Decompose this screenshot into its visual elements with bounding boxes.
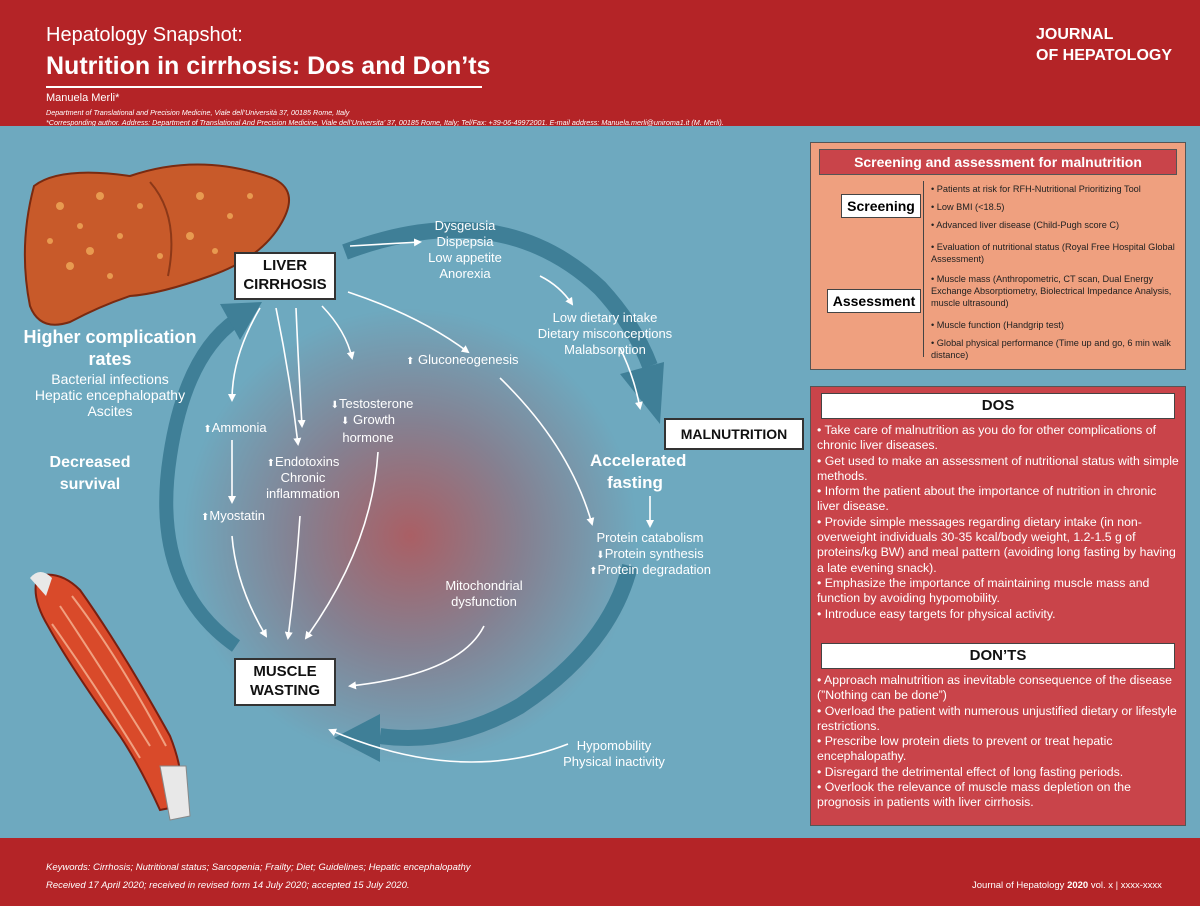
journal-logo: JOURNAL OF HEPATOLOGY [1036, 24, 1172, 66]
screening-label: Screening [841, 194, 921, 218]
myostatin: ⬆Myostatin [188, 508, 278, 526]
cycle-arrow-left [159, 302, 262, 652]
chronic-inflammation: Chronic inflammation [266, 470, 340, 501]
assessment-item: • Muscle function (Handgrip test) [931, 320, 1064, 330]
dos-heading: DOS [821, 393, 1175, 419]
growth-hormone: ⬇ Growth hormone [318, 412, 418, 446]
dos-item: • Inform the patient about the importanc… [817, 484, 1157, 514]
cause-low-appetite: Low appetite [428, 250, 502, 265]
donts-item: • Approach malnutrition as inevitable co… [817, 673, 1172, 703]
screening-item: • Advanced liver disease (Child-Pugh sco… [931, 220, 1120, 230]
donts-item: • Overlook the relevance of muscle mass … [817, 780, 1131, 810]
dos-item: • Introduce easy targets for physical ac… [817, 606, 1056, 621]
accelerated-fasting: Accelerated fasting [590, 451, 687, 492]
down-arrow-icon: ⬇ [341, 416, 350, 427]
cycle-arrow-top [342, 221, 664, 424]
myostatin-label: Myostatin [209, 508, 266, 523]
dos-item: • Get used to make an assessment of nutr… [817, 453, 1179, 483]
donts-item: • Prescribe low protein diets to prevent… [817, 734, 1113, 764]
snapshot-kicker: Hepatology Snapshot: [46, 24, 243, 46]
journal-volume: vol. x | xxxx-xxxx [1090, 880, 1162, 891]
liver-cirrhosis-node: LIVER CIRRHOSIS [234, 252, 336, 300]
ammonia: ⬆Ammonia [190, 420, 280, 438]
hypomobility: Hypomobility [576, 738, 652, 753]
protein-catabolism: Protein catabolism [596, 530, 704, 545]
cause-malabsorption: Malabsorption [564, 342, 646, 357]
journal-year: 2020 [1067, 880, 1089, 891]
malnutrition-node: MALNUTRITION [664, 418, 804, 450]
received-dates: Received 17 April 2020; received in revi… [46, 880, 410, 891]
main-content: Higher complication rates Bacterial infe… [0, 126, 1200, 838]
gluconeogenesis-label: Gluconeogenesis [418, 352, 519, 367]
donts-item: • Disregard the detrimental effect of lo… [817, 764, 1124, 779]
protein-synthesis-label: Protein synthesis [604, 546, 704, 561]
cause-anorexia: Anorexia [439, 266, 491, 281]
journal-name: Journal of Hepatology [972, 880, 1065, 891]
muscle-wasting-node: MUSCLE WASTING [234, 658, 336, 706]
up-arrow-icon: ⬆ [200, 512, 210, 523]
journal-reference: Journal of Hepatology 2020 vol. x | xxxx… [972, 880, 1162, 891]
up-arrow-icon: ⬆ [589, 566, 598, 577]
liver-illustration [23, 163, 291, 326]
assessment-label: Assessment [827, 289, 921, 313]
endotoxins: ⬆Endotoxins [248, 454, 358, 472]
growth-hormone-label: Growth hormone [342, 412, 395, 445]
higher-complication-title: Higher complication rates [23, 327, 197, 369]
down-arrow-icon: ⬇ [330, 400, 339, 411]
journal-logo-line1: JOURNAL [1036, 26, 1114, 43]
endotoxins-label: Endotoxins [275, 454, 340, 469]
keywords: Keywords: Cirrhosis; Nutritional status;… [46, 862, 471, 873]
corresponding-author: *Corresponding author. Address: Departme… [46, 118, 724, 127]
dos-item: • Emphasize the importance of maintainin… [817, 575, 1150, 606]
up-arrow-icon: ⬆ [406, 356, 415, 367]
screening-panel-title: Screening and assessment for malnutritio… [819, 149, 1177, 175]
cause-low-dietary-intake: Low dietary intake [552, 310, 658, 325]
title-underline [46, 86, 482, 88]
testosterone-label: Testosterone [338, 396, 414, 411]
mitochondrial-dysfunction: Mitochondrial dysfunction [445, 578, 523, 609]
dos-donts-panel: DOS • Take care of malnutrition as you d… [810, 386, 1186, 826]
protein-degradation: ⬆Protein degradation [570, 562, 730, 580]
cause-dispepsia: Dispepsia [436, 234, 494, 249]
pathway-arrows [228, 238, 654, 763]
ammonia-label: Ammonia [211, 420, 267, 435]
page-title: Nutrition in cirrhosis: Dos and Don’ts [46, 52, 491, 80]
protein-degradation-label: Protein degradation [597, 562, 711, 577]
journal-logo-line2: OF HEPATOLOGY [1036, 47, 1173, 64]
complication-encephalopathy: Hepatic encephalopathy [34, 387, 186, 403]
up-arrow-icon: ⬆ [266, 458, 276, 469]
down-arrow-icon: ⬇ [596, 550, 605, 561]
dos-item: • Take care of malnutrition as you do fo… [817, 423, 1156, 453]
decreased-survival: Decreased survival [49, 454, 131, 493]
screening-divider [923, 181, 924, 239]
screening-item: • Patients at risk for RFH-Nutritional P… [931, 184, 1141, 194]
dos-item: • Provide simple messages regarding diet… [817, 514, 1176, 575]
cycle-arrow-bottom [334, 563, 638, 762]
screening-panel: Screening and assessment for malnutritio… [810, 142, 1186, 370]
author-name: Manuela Merli* [46, 92, 120, 104]
protein-synthesis: ⬇Protein synthesis [570, 546, 730, 564]
dos-list: • Take care of malnutrition as you do fo… [817, 423, 1179, 622]
assessment-item: • Global physical performance (Time up a… [931, 338, 1171, 360]
affiliation: Department of Translational and Precisio… [46, 108, 350, 117]
footer: Keywords: Cirrhosis; Nutritional status;… [0, 838, 1200, 906]
up-arrow-icon: ⬆ [203, 424, 212, 435]
diagram-arrows [23, 163, 664, 821]
cause-dietary-misconceptions: Dietary misconceptions [537, 326, 673, 341]
assessment-divider [923, 239, 924, 357]
physical-inactivity: Physical inactivity [563, 754, 665, 769]
complication-ascites: Ascites [87, 403, 133, 419]
assessment-item: • Muscle mass (Anthropometric, CT scan, … [931, 274, 1172, 308]
assessment-item: • Evaluation of nutritional status (Roya… [931, 242, 1175, 264]
complication-bacterial: Bacterial infections [51, 371, 169, 387]
muscle-illustration [30, 572, 191, 821]
header-banner: Hepatology Snapshot: Nutrition in cirrho… [0, 0, 1200, 127]
donts-list: • Approach malnutrition as inevitable co… [817, 673, 1179, 811]
screening-item: • Low BMI (<18.5) [931, 202, 1005, 212]
testosterone: ⬇Testosterone [312, 396, 432, 414]
gluconeogenesis: ⬆ Gluconeogenesis [406, 352, 536, 370]
donts-item: • Overload the patient with numerous unj… [817, 703, 1177, 733]
donts-heading: DON’TS [821, 643, 1175, 669]
cause-dysgeusia: Dysgeusia [434, 218, 496, 233]
